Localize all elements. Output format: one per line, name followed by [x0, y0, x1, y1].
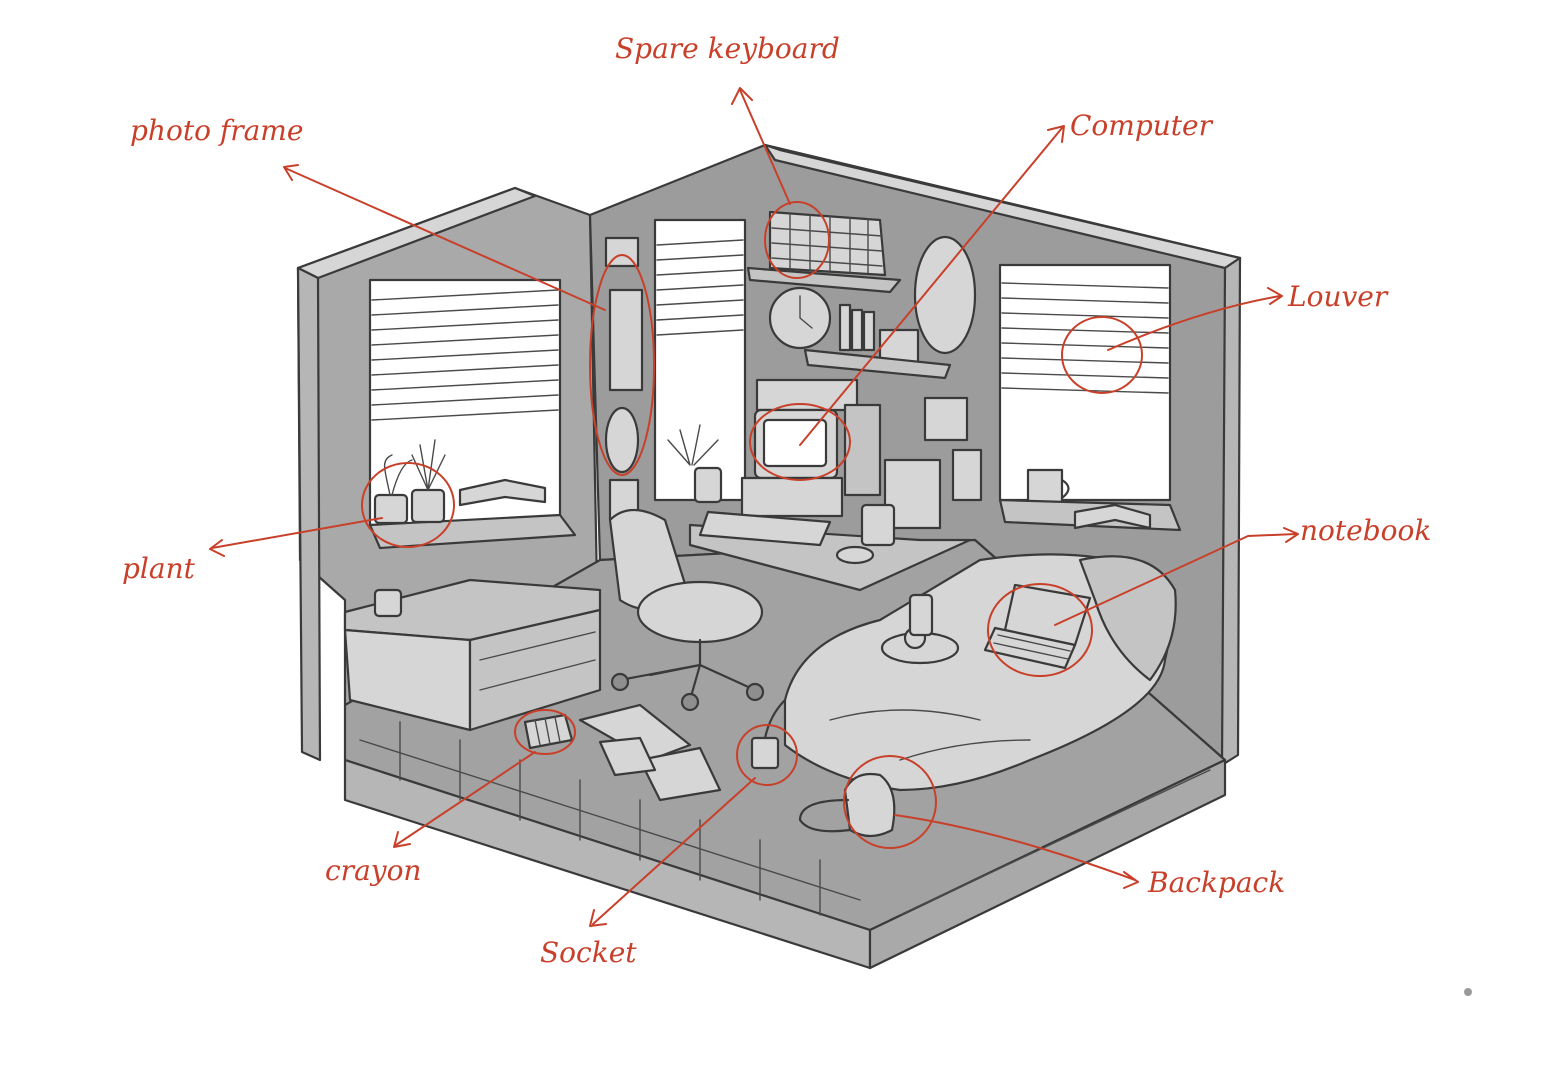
- frame-square: [923, 396, 969, 442]
- middle-plant-pot: [693, 466, 723, 504]
- photo-frame-arrow: [283, 164, 606, 311]
- right-wall-edge: [1220, 256, 1242, 767]
- socket-label: Socket: [540, 936, 637, 969]
- clock-hands: [799, 295, 813, 329]
- shelf-books: [838, 303, 876, 352]
- spare-keyboard-arrow: [731, 87, 791, 205]
- photo-frame-label: photo frame: [130, 114, 303, 147]
- frame-tall: [608, 288, 644, 392]
- upper-shelf: [746, 266, 902, 294]
- socket-cable: [763, 698, 787, 740]
- dresser-drawers: [479, 631, 596, 691]
- right-sill-book: [1073, 503, 1152, 530]
- floor-paper-3: [598, 736, 657, 777]
- backpack-circle: [843, 755, 937, 849]
- annotations: Spare keyboard photo frame Computer Louv…: [122, 32, 1431, 969]
- middle-window: [653, 218, 747, 502]
- socket-circle: [736, 724, 798, 786]
- backpack-strap: [798, 798, 852, 833]
- laptop-drawing: [983, 583, 1092, 670]
- middle-plant: [667, 424, 719, 466]
- stray-dot: [1464, 988, 1472, 996]
- right-window: [998, 263, 1172, 502]
- crayon-label: crayon: [325, 854, 421, 887]
- backpack-drawing: [843, 772, 896, 838]
- desk-keyboard: [698, 510, 832, 547]
- plant-arrow: [209, 517, 383, 557]
- floor-paper-2: [638, 746, 722, 802]
- desk-mouse: [835, 545, 875, 565]
- crayon-circle: [514, 709, 576, 755]
- office-chair: [608, 509, 765, 712]
- left-window-sill: [368, 513, 577, 550]
- middle-shelf: [803, 348, 952, 380]
- socket-drawing: [750, 736, 780, 770]
- floor-side: [868, 758, 1227, 970]
- left-window-blinds: [371, 289, 559, 421]
- wall-mirror: [913, 235, 977, 355]
- frame-oval: [604, 406, 640, 474]
- computer-arrow: [799, 125, 1065, 446]
- right-window-blinds: [1001, 282, 1169, 394]
- plant-label: plant: [122, 552, 196, 585]
- dresser-side: [468, 608, 602, 732]
- plant-circle: [361, 462, 455, 548]
- photo-frame-circle: [589, 254, 655, 476]
- louver-arrow: [1107, 287, 1283, 351]
- notebook-label: notebook: [1300, 514, 1431, 547]
- middle-window-blinds: [656, 239, 744, 336]
- pen-holder: [860, 503, 896, 547]
- mug-handle: [1060, 478, 1070, 500]
- socket-arrow: [589, 777, 756, 927]
- computer-circle: [749, 403, 851, 481]
- crayons: [534, 716, 561, 746]
- plant-drawing: [373, 439, 446, 525]
- frame-narrow: [951, 448, 983, 502]
- left-sill-book: [458, 478, 547, 507]
- dresser-plant-pot: [373, 588, 403, 618]
- spare-keyboard-label: Spare keyboard: [615, 32, 840, 65]
- floor-tiles: [359, 721, 1211, 916]
- notebook-circle: [987, 583, 1093, 677]
- backpack-arrow: [894, 814, 1139, 889]
- computer-label: Computer: [1070, 109, 1214, 142]
- spare-keyboard-circle: [764, 201, 830, 279]
- small-radio: [878, 328, 920, 364]
- crayon-arrow: [393, 751, 536, 848]
- room-illustration: [296, 143, 1242, 970]
- left-wall-edge: [296, 266, 322, 762]
- glass: [908, 593, 934, 637]
- notebook-arrow: [1054, 527, 1299, 626]
- louver-label: Louver: [1287, 280, 1389, 313]
- backpack-label: Backpack: [1147, 866, 1285, 899]
- computer-drawing: [740, 378, 882, 518]
- spare-keyboard-keys: [771, 213, 883, 274]
- louver-circle: [1061, 316, 1143, 394]
